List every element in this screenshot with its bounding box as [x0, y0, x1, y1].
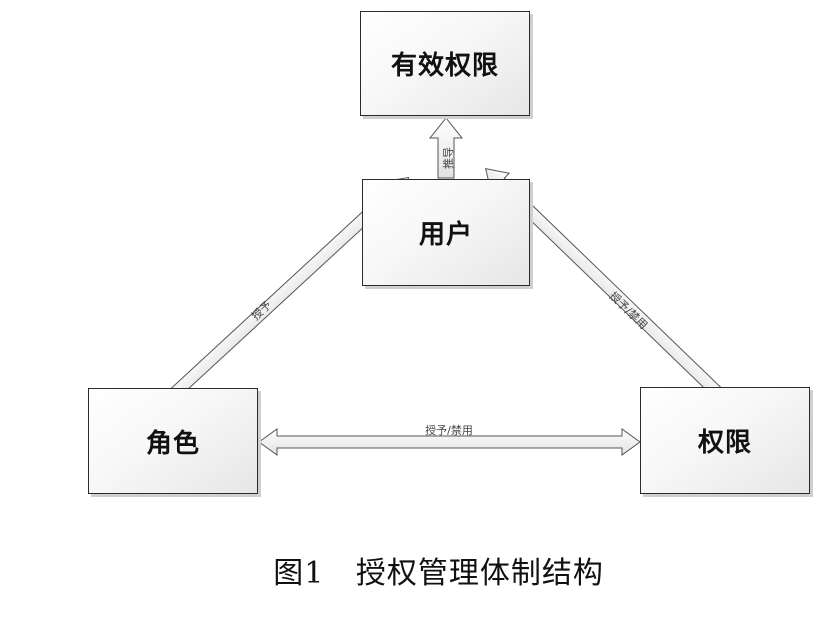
connector-layer: 推导 授予 授予/禁用 授予/禁用 [122, 117, 777, 456]
node-effective-permissions-label: 有效权限 [390, 51, 499, 81]
node-effective-permissions: 有效权限 [360, 11, 530, 116]
authorization-structure-diagram: 推导 授予 授予/禁用 授予/禁用 有效权限 用户 角色 权限 图1 授权管理体… [88, 11, 810, 591]
node-role: 角色 [88, 388, 258, 494]
edge-label-user-permission: 授予/禁用 [607, 289, 651, 332]
figure-caption: 图1 授权管理体制结构 [0, 513, 835, 627]
node-role-label: 角色 [145, 428, 200, 459]
node-user: 用户 [362, 179, 530, 286]
node-permission-label: 权限 [697, 428, 752, 458]
arrow-user-to-effective [428, 117, 464, 179]
figure-title: 授权管理体制结构 [355, 556, 604, 591]
node-user-label: 用户 [418, 220, 473, 250]
arrow-role-permission [258, 428, 641, 456]
node-permission: 权限 [640, 387, 810, 494]
edge-label-role-permission: 授予/禁用 [425, 423, 473, 437]
edge-label-user-to-effective: 推导 [441, 147, 455, 169]
figure-number: 图1 [273, 556, 325, 591]
